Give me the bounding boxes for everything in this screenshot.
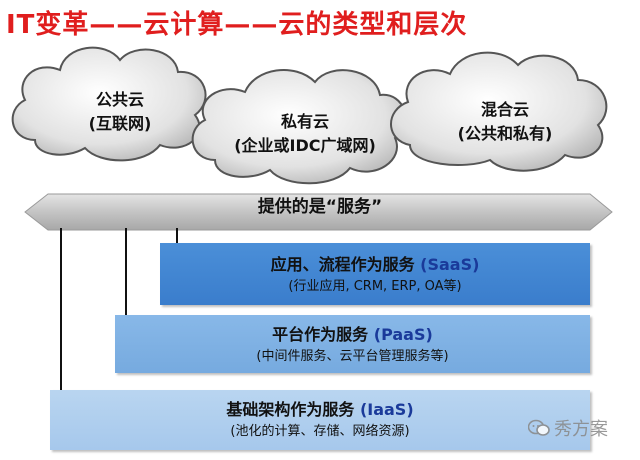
tier-iaas-desc: (池化的计算、存储、网络资源) [230,424,410,439]
cloud-hybrid-label: 混合云 (公共和私有) [457,100,553,143]
tier-iaas-name: 基础架构作为服务 [226,400,355,419]
tier-saas-abbr: (SaaS) [420,255,480,274]
connector-line-iaas [60,228,62,390]
cloud-private [191,68,407,185]
cloud-public-label: 公共云 (互联网) [88,90,152,133]
tier-iaas-abbr: (IaaS) [359,400,414,419]
watermark: 秀方案 [527,415,608,442]
connector-line-paas [125,228,127,315]
page-title: IT变革——云计算——云的类型和层次 [6,10,468,40]
tier-iaas: 基础架构作为服务 (IaaS) (池化的计算、存储、网络资源) [50,390,590,450]
watermark-text: 秀方案 [554,419,608,440]
tier-saas: 应用、流程作为服务 (SaaS) (行业应用, CRM, ERP, OA等) [160,243,590,305]
tier-paas-name: 平台作为服务 [272,325,369,344]
tier-saas-desc: (行业应用, CRM, ERP, OA等) [288,279,462,294]
cloud-illustrations [11,46,608,185]
cloud-private-label: 私有云 (企业或IDC广域网) [234,112,376,155]
tier-paas-desc: (中间件服务、云平台管理服务等) [256,349,449,364]
banner-label: 提供的是“服务” [257,197,383,217]
connector-line-saas [176,228,178,243]
cloud-hybrid [390,51,608,172]
wechat-icon [527,419,550,442]
tier-saas-name: 应用、流程作为服务 [270,255,415,274]
tier-paas-abbr: (PaaS) [373,325,433,344]
cloud-public [11,46,207,162]
tier-paas: 平台作为服务 (PaaS) (中间件服务、云平台管理服务等) [115,315,590,373]
service-banner-arrow [24,193,613,231]
